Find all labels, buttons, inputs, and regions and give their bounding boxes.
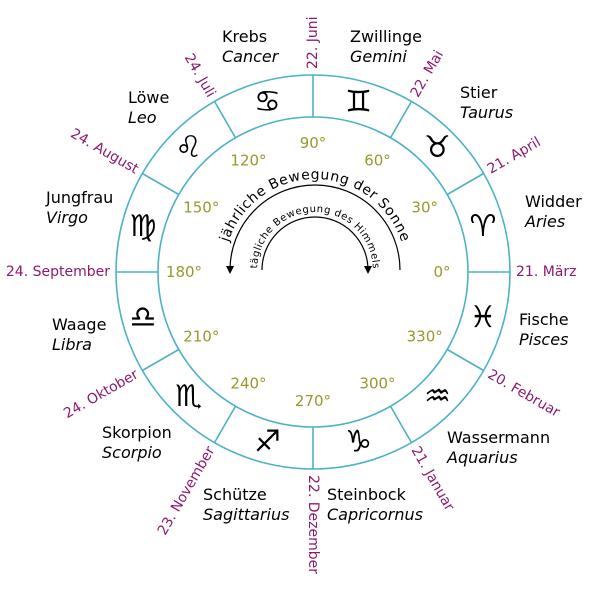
inner-ring [157,116,469,428]
sign-name-german: Stier [460,83,498,102]
date-label: 24. September [6,264,110,280]
sector-divider [446,172,485,196]
daily-motion-arc [261,216,369,271]
libra-icon: ♎ [130,300,157,335]
daily-motion-label: tägliche Bewegung des Himmels [249,204,381,269]
sign-name-latin: Cancer [222,47,280,66]
date-label: 24. Juli [181,51,219,100]
sign-name-latin: Pisces [519,330,568,349]
sign-name-german: Waage [52,315,106,334]
degree-label: 240° [230,375,266,393]
sector-divider [213,100,237,139]
sign-name-latin: Capricornus [327,505,423,524]
degree-label: 60° [364,151,391,169]
degree-labels: 0° 30° 60° 90° 120° 150° 180° 210° 240° 270° 300° 3… [166,134,451,410]
sign-name-latin: Aries [524,212,565,231]
sign-name-latin: Taurus [460,103,513,122]
sector-dividers [116,75,510,469]
sign-name-latin: Scorpio [102,443,162,462]
taurus-icon: ♉ [424,130,451,165]
sign-name-german: Steinbock [327,485,407,504]
degree-label: 90° [300,134,327,152]
motion-indicator: jährliche Bewegung der Sonne tägliche Be… [217,167,413,274]
daily-motion-arrowhead [364,266,372,274]
degree-label: 300° [359,375,395,393]
cancer-icon: ♋ [254,84,281,119]
sign-name-german: Skorpion [102,423,172,442]
sector-divider [141,348,180,372]
sign-name-latin: Aquarius [446,448,518,467]
degree-label: 180° [166,263,202,281]
date-label: 24. Oktober [61,366,141,422]
sector-divider [213,405,237,444]
date-label: 22. Dezember [305,475,321,574]
degree-label: 30° [411,199,438,217]
sign-name-latin: Virgo [46,208,88,227]
gemini-icon: ♊ [345,84,372,119]
aries-icon: ♈ [470,209,497,244]
scorpio-icon: ♏ [175,379,202,414]
annual-motion-arrowhead [226,266,234,274]
sign-name-latin: Leo [128,108,157,127]
date-label: 21. April [485,134,544,177]
sector-divider [446,348,485,372]
degree-label: 210° [183,328,219,346]
annual-motion-arc [229,184,401,271]
sector-divider [389,405,413,444]
degree-label: 330° [407,328,443,346]
sign-name-german: Wassermann [447,428,550,447]
sagittarius-icon: ♐ [254,425,281,460]
pisces-icon: ♓ [470,300,497,335]
sign-name-latin: Gemini [350,47,407,66]
sign-name-latin: Libra [52,335,92,354]
sign-glyphs: ♈ ♉ ♊ ♋ ♌ ♍ ♎ ♏ ♐ ♑ ♒ ♓ [130,84,497,459]
date-label: 22. Juni [305,17,321,69]
sector-divider [389,100,413,139]
leo-icon: ♌ [175,130,202,165]
aquarius-icon: ♒ [424,379,451,414]
date-label: 22. Mai [408,48,447,100]
virgo-icon: ♍ [130,209,157,244]
degree-label: 150° [183,199,219,217]
sign-name-german: Jungfrau [45,188,113,207]
sign-name-german: Löwe [128,88,169,107]
capricorn-icon: ♑ [345,425,372,460]
sign-name-german: Zwillinge [350,27,422,46]
sign-name-german: Widder [525,192,582,211]
sign-name-latin: Sagittarius [203,505,289,524]
degree-label: 270° [295,392,331,410]
sign-name-german: Fische [519,310,569,329]
sign-name-german: Schütze [203,485,267,504]
date-label: 20. Februar [485,367,563,421]
date-label: 21. März [516,264,576,280]
date-label: 24. August [68,126,142,178]
sign-name-german: Krebs [222,27,267,46]
degree-label: 120° [230,151,266,169]
sector-divider [141,172,180,196]
degree-label: 0° [433,263,450,281]
